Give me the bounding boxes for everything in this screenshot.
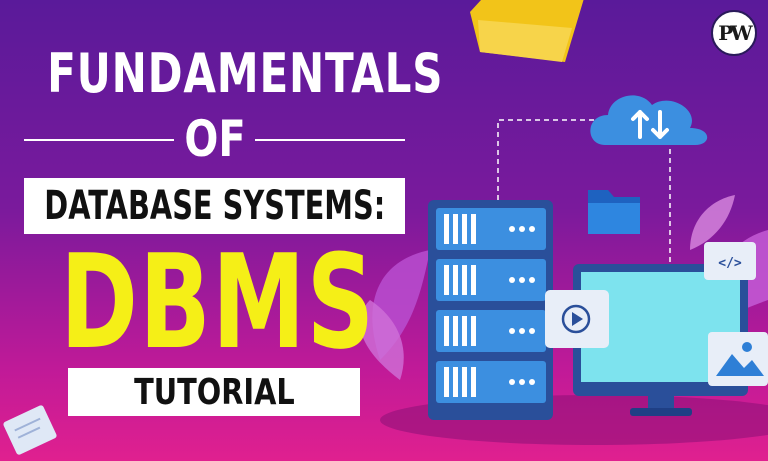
- headline-fundamentals: FUNDAMENTALS: [47, 42, 444, 105]
- divider-left: [24, 139, 174, 141]
- document-tile-icon: [3, 405, 57, 455]
- folder-icon: [588, 190, 640, 234]
- leaf-right-2: [690, 195, 735, 250]
- yellow-folder-icon: [470, 0, 584, 62]
- code-tile-label: </>: [718, 256, 742, 271]
- divider-right: [255, 139, 405, 141]
- image-icon: [708, 332, 768, 386]
- pw-logo: PW: [711, 10, 757, 56]
- headline-tutorial: TUTORIAL: [133, 371, 295, 413]
- headline-of: OF: [184, 110, 246, 168]
- monitor-icon: [573, 264, 748, 416]
- headline-tutorial-box: TUTORIAL: [68, 368, 360, 416]
- headline-database-systems-box: DATABASE SYSTEMS:: [24, 178, 405, 234]
- headline-database-systems: DATABASE SYSTEMS:: [44, 183, 385, 229]
- headline-dbms: DBMS: [60, 226, 376, 378]
- dashed-connector: [497, 119, 605, 200]
- server-icon: [428, 200, 553, 420]
- cloud-sync-icon: [590, 95, 708, 145]
- play-icon: [545, 290, 609, 348]
- leaf-left-2: [360, 300, 404, 380]
- code-tile: [704, 242, 756, 280]
